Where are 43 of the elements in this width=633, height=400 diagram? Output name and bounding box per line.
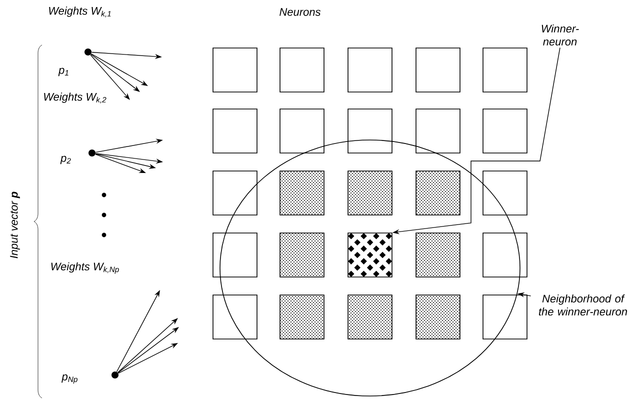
neuron-box: [482, 170, 528, 216]
arrow: [90, 54, 130, 100]
arrow: [117, 318, 178, 373]
input-dot: [112, 372, 118, 378]
neuron-box: [280, 48, 324, 92]
axis-label: Input vector p: [10, 192, 20, 258]
neuron-box: [416, 170, 460, 216]
input-label: p$_{Np}$: [62, 374, 78, 384]
callout-text: Neighborhood of the winner-neuron: [538, 294, 628, 316]
weights-label: Weights W$_{k,1}$: [49, 6, 111, 18]
neuron-box: [212, 170, 258, 216]
neuron-box: [212, 108, 258, 154]
input-dot: [88, 150, 96, 156]
weights-label: Weights W$_{k,Np}$: [51, 262, 119, 274]
neuron-box: [416, 108, 460, 154]
neuron-box: [416, 48, 460, 92]
neuron-box: [348, 48, 392, 92]
neuron-box: [280, 108, 324, 154]
neuron-box: [348, 232, 392, 278]
neighborhood-circle: [220, 140, 520, 396]
neuron-box: [482, 232, 528, 278]
neuron-box: [280, 170, 324, 216]
neuron-box: [348, 294, 392, 340]
arrow: [90, 54, 140, 92]
arrow: [118, 327, 179, 374]
neuron-box: [280, 232, 324, 278]
input-label: p$_{2}$: [60, 156, 71, 164]
neuron-box: [280, 294, 324, 340]
input-label: p$_{1}$: [58, 68, 68, 76]
callout-text: Winner-neuron: [542, 24, 579, 46]
neuron-box: [212, 232, 258, 278]
neuron-box: [482, 108, 528, 154]
weights-label: Weights W$_{k,2}$: [44, 92, 106, 104]
neuron-box: [212, 294, 258, 340]
input-dot: [84, 48, 92, 56]
neuron-box: [348, 108, 392, 154]
neuron-box: [348, 170, 392, 216]
neuron-box: [416, 294, 460, 340]
neuron-box: [482, 48, 528, 92]
neuron-box: [482, 294, 528, 340]
heading: Neurons: [280, 8, 321, 16]
neuron-box: [416, 232, 460, 278]
neuron-box: [212, 48, 258, 92]
